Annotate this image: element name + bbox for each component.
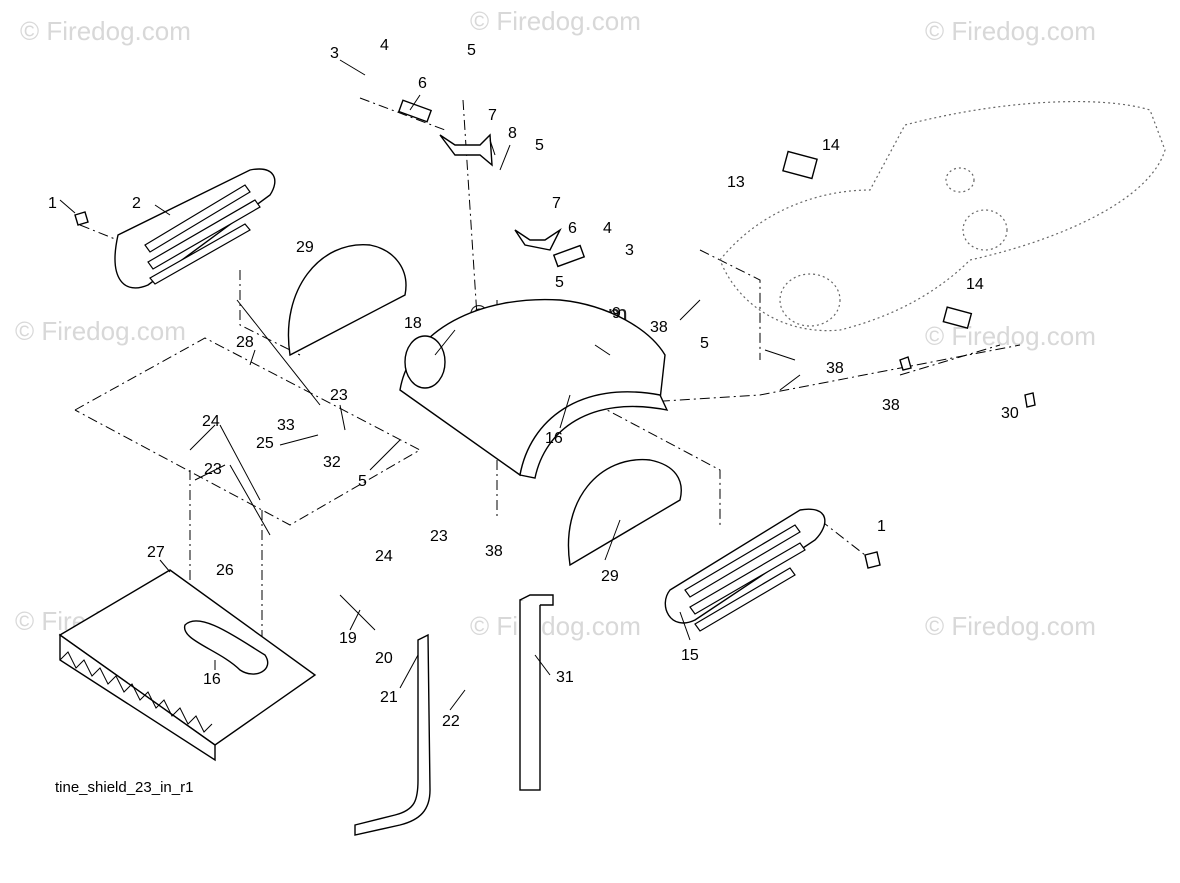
drag-plate (58, 569, 317, 762)
side-shield-right (664, 508, 826, 632)
callout-38: 38 (485, 543, 503, 560)
callout-29: 29 (601, 568, 619, 585)
callout-5: 5 (467, 42, 476, 59)
callout-3: 3 (625, 242, 634, 259)
callout-23: 23 (330, 387, 348, 404)
callout-1: 1 (877, 518, 886, 535)
callout-14: 14 (966, 276, 984, 293)
watermark: © Firedog.com (470, 6, 641, 36)
callouts: 1 2 3 4 5 6 7 8 5 7 6 4 3 14 13 14 29 5 … (48, 37, 1019, 730)
callout-23: 23 (204, 461, 222, 478)
callout-7: 7 (488, 107, 497, 124)
watermark: © Firedog.com (925, 321, 1096, 351)
diagram-caption: tine_shield_23_in_r1 (55, 779, 193, 796)
callout-4: 4 (380, 37, 389, 54)
side-shield-left (114, 168, 276, 289)
callout-8: 8 (508, 125, 517, 142)
callout-31: 31 (556, 669, 574, 686)
callout-16: 16 (545, 430, 563, 447)
callout-3: 3 (330, 45, 339, 62)
tine-shield-main (399, 298, 669, 479)
callout-5: 5 (700, 335, 709, 352)
disc-shield-left (287, 244, 407, 357)
callout-5: 5 (555, 274, 564, 291)
watermark: © Firedog.com (15, 316, 186, 346)
watermark: © Firedog.com (20, 16, 191, 46)
callout-29: 29 (296, 239, 314, 256)
watermark: © Firedog.com (470, 611, 641, 641)
callout-20: 20 (375, 650, 393, 667)
watermark: © Firedog.com (925, 611, 1096, 641)
watermark: © Firedog.com (925, 16, 1096, 46)
leader-lines (59, 59, 801, 711)
callout-4: 4 (603, 220, 612, 237)
callout-33: 33 (277, 417, 295, 434)
callout-6: 6 (568, 220, 577, 237)
callout-38: 38 (826, 360, 844, 377)
callout-13: 13 (727, 174, 745, 191)
callout-25: 25 (256, 435, 274, 452)
callout-18: 18 (404, 315, 422, 332)
callout-5: 5 (358, 473, 367, 490)
callout-16: 16 (203, 671, 221, 688)
callout-14: 14 (822, 137, 840, 154)
callout-7: 7 (552, 195, 561, 212)
callout-5: 5 (535, 137, 544, 154)
callout-23: 23 (430, 528, 448, 545)
callout-15: 15 (681, 647, 699, 664)
callout-28: 28 (236, 334, 254, 351)
hardware (74, 99, 1036, 631)
callout-22: 22 (442, 713, 460, 730)
callout-1: 1 (48, 195, 57, 212)
tiller-frame-outline (719, 100, 1166, 332)
callout-24: 24 (202, 413, 220, 430)
depth-bar (354, 633, 431, 836)
callout-2: 2 (132, 195, 141, 212)
callout-32: 32 (323, 454, 341, 471)
callout-21: 21 (380, 689, 398, 706)
callout-26: 26 (216, 562, 234, 579)
callout-38: 38 (882, 397, 900, 414)
disc-shield-right (567, 458, 682, 567)
depth-bar-bracket (519, 599, 541, 791)
callout-24: 24 (375, 548, 393, 565)
callout-9: 9 (612, 305, 621, 322)
callout-27: 27 (147, 544, 165, 561)
callout-30: 30 (1001, 405, 1019, 422)
callout-6: 6 (418, 75, 427, 92)
callout-38: 38 (650, 319, 668, 336)
callout-19: 19 (339, 630, 357, 647)
